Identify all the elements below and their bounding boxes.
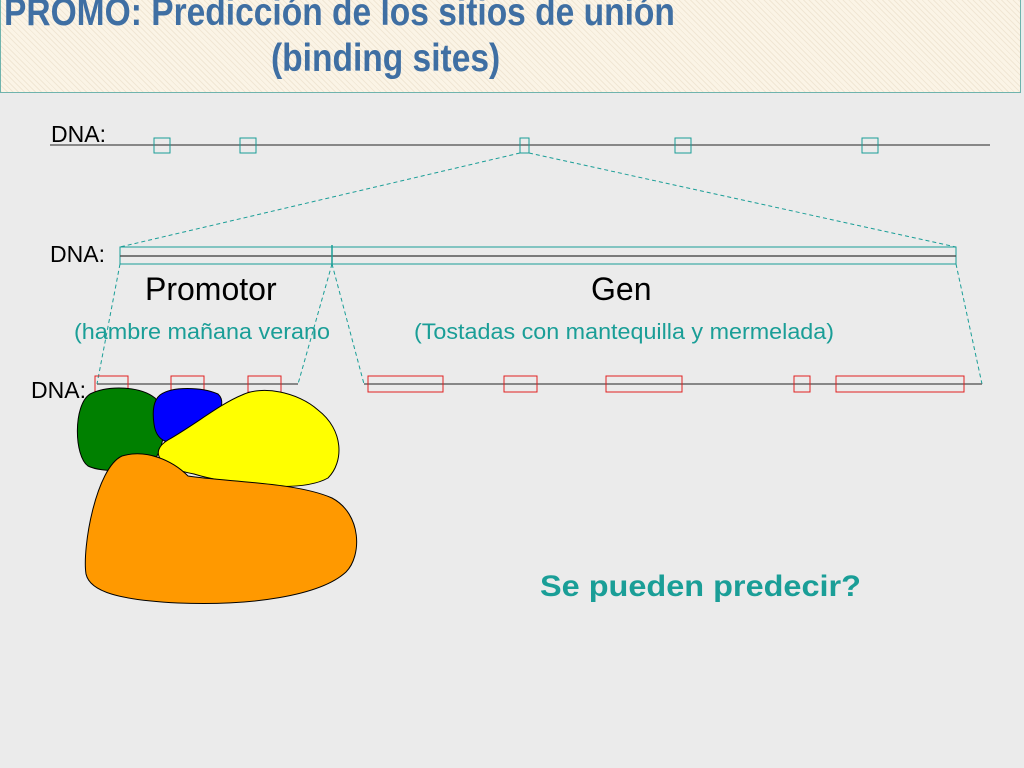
site-marker bbox=[153, 137, 171, 154]
title-box: PROMO: Predicción de los sitios de unión… bbox=[0, 0, 1021, 93]
protein-orange bbox=[84, 453, 358, 604]
promoter-label: Promotor bbox=[145, 271, 277, 307]
slide-subtitle: (binding sites) bbox=[271, 37, 501, 80]
dna-label-middle: DNA: bbox=[50, 241, 105, 267]
site-marker bbox=[519, 137, 530, 154]
gene-label: Gen bbox=[591, 271, 651, 307]
binding-site bbox=[605, 375, 683, 393]
gene-example: (Tostadas con mantequilla y mermelada) bbox=[414, 319, 834, 344]
binding-site bbox=[835, 375, 965, 393]
question-text: Se pueden predecir? bbox=[540, 570, 861, 603]
binding-site bbox=[367, 375, 444, 393]
binding-site bbox=[503, 375, 538, 393]
slide-title: PROMO: Predicción de los sitios de unión bbox=[4, 0, 675, 34]
site-markers-top bbox=[153, 137, 879, 154]
site-marker bbox=[861, 137, 879, 154]
zoom-lines-upper bbox=[119, 152, 957, 248]
site-marker bbox=[674, 137, 692, 154]
site-marker bbox=[239, 137, 257, 154]
binding-site bbox=[793, 375, 811, 393]
dna-label-bottom: DNA: bbox=[31, 377, 86, 403]
promoter-example: (hambre mañana verano bbox=[74, 319, 330, 344]
zoom-lines-lower bbox=[96, 263, 983, 385]
protein-complex bbox=[76, 387, 358, 604]
dna-label-top: DNA: bbox=[51, 121, 106, 147]
